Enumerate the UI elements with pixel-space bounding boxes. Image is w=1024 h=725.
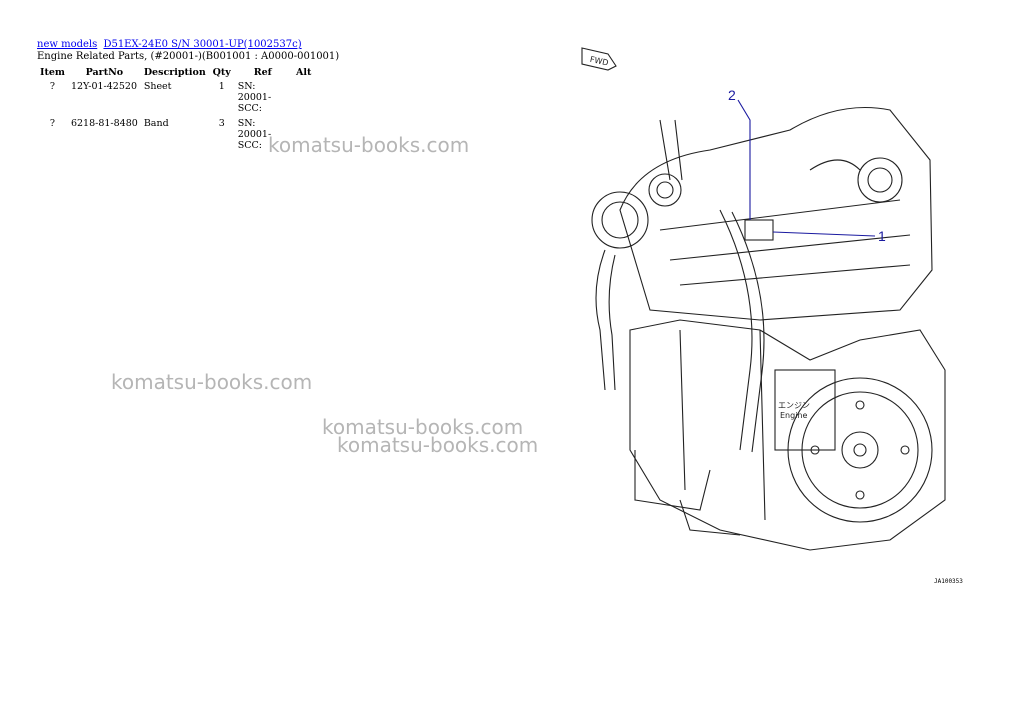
callout-1: 1 bbox=[878, 228, 886, 244]
cell-ref: SN: 20001-SCC: bbox=[237, 118, 272, 151]
cell-item: ? bbox=[49, 118, 56, 129]
cell-qty: 3 bbox=[218, 118, 225, 129]
watermark: komatsu-books.com bbox=[111, 370, 313, 394]
cell-alt bbox=[291, 79, 317, 116]
watermark: komatsu-books.com bbox=[268, 133, 470, 157]
table-row: ? 12Y-01-42520 Sheet 1 SN: 20001-SCC: bbox=[37, 79, 317, 116]
breadcrumb: new models D51EX-24E0 S/N 30001-UP(10025… bbox=[37, 39, 305, 50]
col-header-partno: PartNo bbox=[85, 67, 124, 78]
table-row: ? 6218-81-8480 Band 3 SN: 20001-SCC: bbox=[37, 116, 317, 153]
cell-partno: 12Y-01-42520 bbox=[70, 81, 137, 92]
parts-table: Item PartNo Description Qty Ref Alt ? 12… bbox=[37, 66, 317, 153]
engine-label-en: Engine bbox=[780, 411, 807, 420]
col-header-ref: Ref bbox=[253, 67, 272, 78]
diagram-code: JA100353 bbox=[934, 578, 963, 585]
page-subtitle: Engine Related Parts, (#20001-)(B001001 … bbox=[37, 51, 340, 62]
col-header-item: Item bbox=[40, 67, 65, 78]
cell-description: Band bbox=[143, 118, 169, 129]
cell-partno: 6218-81-8480 bbox=[70, 118, 138, 129]
watermark: komatsu-books.com bbox=[322, 415, 524, 439]
table-header-row: Item PartNo Description Qty Ref Alt bbox=[37, 66, 317, 79]
col-header-alt: Alt bbox=[296, 67, 312, 78]
fwd-arrow-icon: FWD bbox=[581, 47, 617, 71]
breadcrumb-model-link[interactable]: D51EX-24E0 S/N 30001-UP(1002537c) bbox=[103, 39, 302, 50]
watermark: komatsu-books.com bbox=[337, 433, 539, 457]
col-header-qty: Qty bbox=[212, 67, 231, 78]
svg-text:FWD: FWD bbox=[589, 55, 609, 68]
col-header-description: Description bbox=[143, 67, 206, 78]
callout-2: 2 bbox=[728, 87, 736, 103]
breadcrumb-new-models-link[interactable]: new models bbox=[37, 39, 98, 50]
engine-diagram: FWD 2 bbox=[581, 47, 946, 551]
engine-label-jp: エンジン bbox=[778, 401, 810, 410]
cell-description: Sheet bbox=[143, 81, 172, 92]
cell-ref: SN: 20001-SCC: bbox=[237, 81, 272, 114]
cell-qty: 1 bbox=[218, 81, 225, 92]
cell-item: ? bbox=[49, 81, 56, 92]
